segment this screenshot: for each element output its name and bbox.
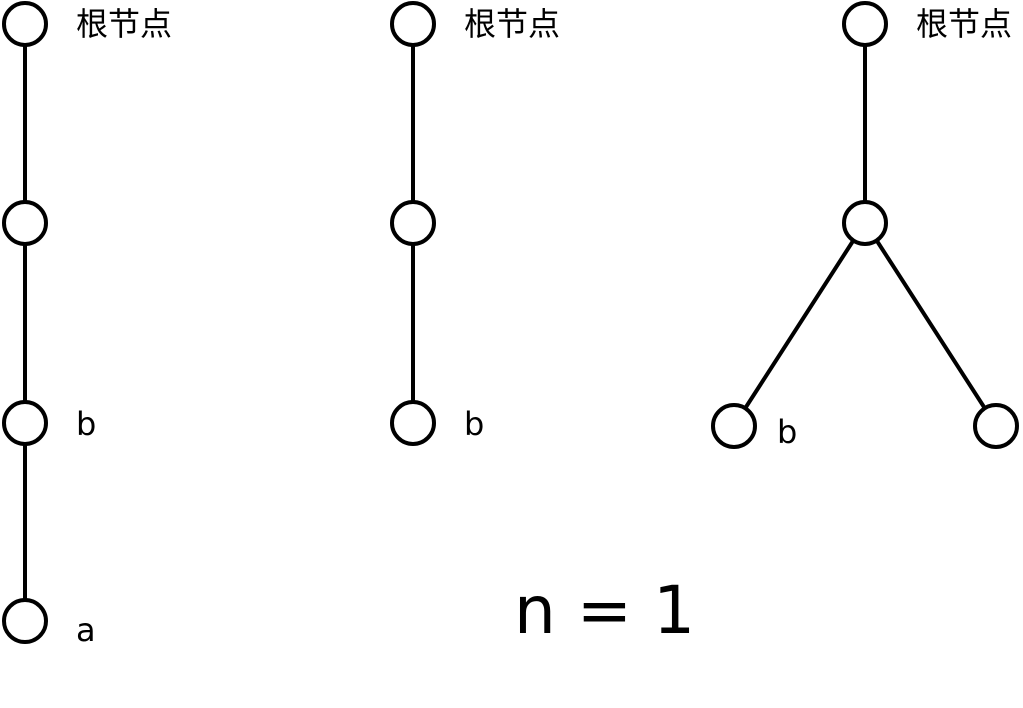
tree-3-node-b — [711, 403, 757, 449]
tree-1-mid-node — [2, 200, 48, 246]
tree-1-node-a — [2, 598, 48, 644]
tree-3-mid-node — [842, 200, 888, 246]
tree-3-edge-mid-to-right — [875, 239, 986, 409]
tree-1-root-label: 根节点 — [76, 5, 172, 43]
tree-3-root-label: 根节点 — [916, 5, 1012, 43]
tree-1-node-a-label: a — [76, 611, 96, 649]
tree-3-root-node — [842, 1, 888, 47]
tree-3-edge-mid-to-b — [744, 239, 855, 409]
tree-1-node-b-label: b — [76, 405, 96, 443]
formula-label: n = 1 — [514, 572, 695, 649]
tree-3: 根节点 b — [711, 1, 1019, 451]
tree-2-node-b-label: b — [464, 405, 484, 443]
tree-2: 根节点 b — [390, 1, 560, 446]
tree-2-mid-node — [390, 200, 436, 246]
tree-2-node-b — [390, 400, 436, 446]
tree-1: 根节点 b a — [2, 1, 172, 649]
tree-2-root-label: 根节点 — [464, 5, 560, 43]
tree-3-node-b-label: b — [777, 413, 797, 451]
tree-1-root-node — [2, 1, 48, 47]
tree-1-node-b — [2, 400, 48, 446]
tree-2-root-node — [390, 1, 436, 47]
tree-3-right-node — [973, 403, 1019, 449]
